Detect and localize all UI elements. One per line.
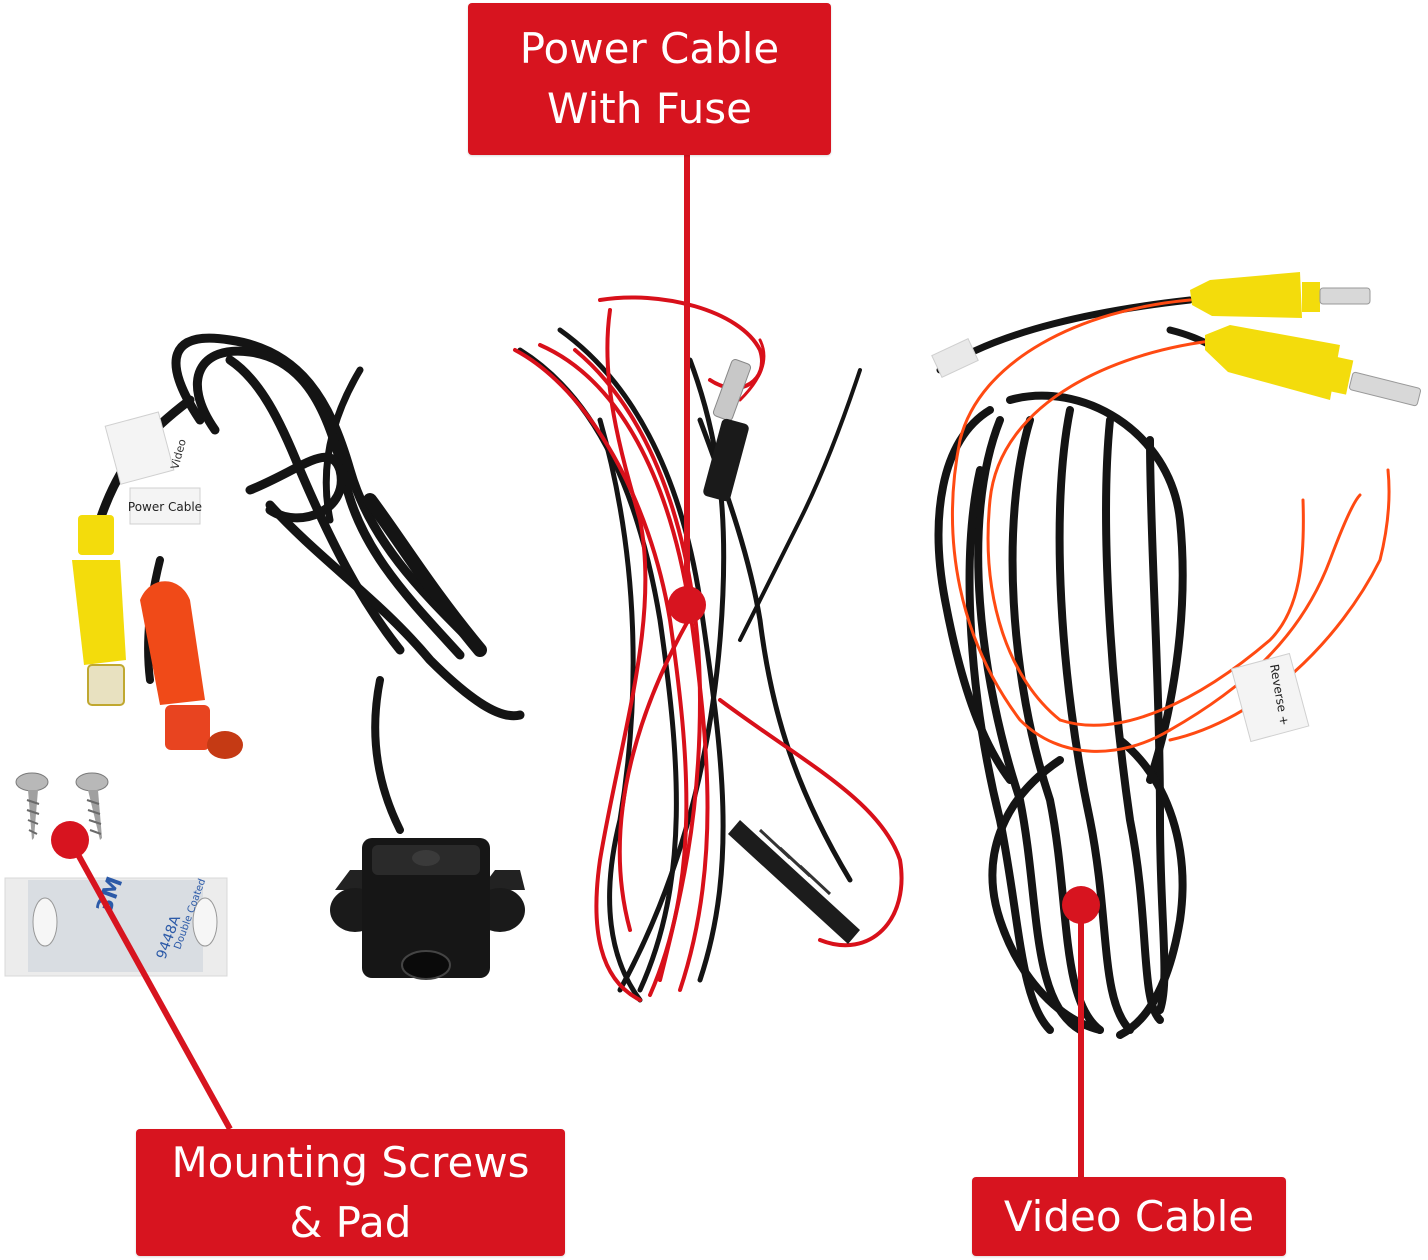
backup-camera bbox=[330, 838, 525, 980]
rca-connector-yellow-male-1 bbox=[1190, 272, 1371, 318]
rca-connector-yellow-male-2 bbox=[1205, 325, 1422, 407]
pointer-dot-mount bbox=[51, 821, 89, 859]
fuse-holder bbox=[728, 820, 860, 944]
rca-connector-orange-female bbox=[140, 581, 243, 759]
callout-pointers bbox=[51, 155, 1100, 1177]
power-cable-bundle bbox=[513, 295, 904, 1003]
callout-mount-line2: & Pad bbox=[289, 1197, 412, 1247]
mounting-screws bbox=[15, 772, 109, 840]
cable-tag-video: Video bbox=[104, 411, 189, 485]
cable-tag-power: Power Cable bbox=[128, 487, 202, 525]
callout-mounting-screws: Mounting Screws & Pad bbox=[136, 1129, 565, 1256]
pointer-dot-video bbox=[1062, 886, 1100, 924]
pointer-dot-power bbox=[668, 586, 706, 624]
callout-mount-line1: Mounting Screws bbox=[171, 1137, 530, 1187]
callout-video-cable: Video Cable bbox=[972, 1177, 1286, 1256]
callout-power-line1: Power Cable bbox=[519, 24, 780, 73]
camera-cable-bundle bbox=[95, 333, 525, 834]
cable-tag-reverse: Reverse + bbox=[1230, 652, 1310, 743]
screw-1 bbox=[15, 772, 49, 840]
screw-2 bbox=[75, 772, 109, 840]
dc-plug bbox=[703, 359, 752, 502]
callout-power-line2: With Fuse bbox=[547, 84, 752, 133]
rca-connector-yellow-female bbox=[72, 515, 126, 706]
callout-video-line1: Video Cable bbox=[1003, 1191, 1255, 1241]
cable-tag-small bbox=[931, 338, 979, 378]
video-cable-orange-wires bbox=[951, 298, 1391, 753]
tag-power-cable-text: Power Cable bbox=[128, 500, 202, 514]
video-cable-bundle bbox=[934, 296, 1214, 1039]
callout-power-cable: Power Cable With Fuse bbox=[468, 3, 831, 155]
tag-video-text: Video bbox=[168, 437, 189, 470]
